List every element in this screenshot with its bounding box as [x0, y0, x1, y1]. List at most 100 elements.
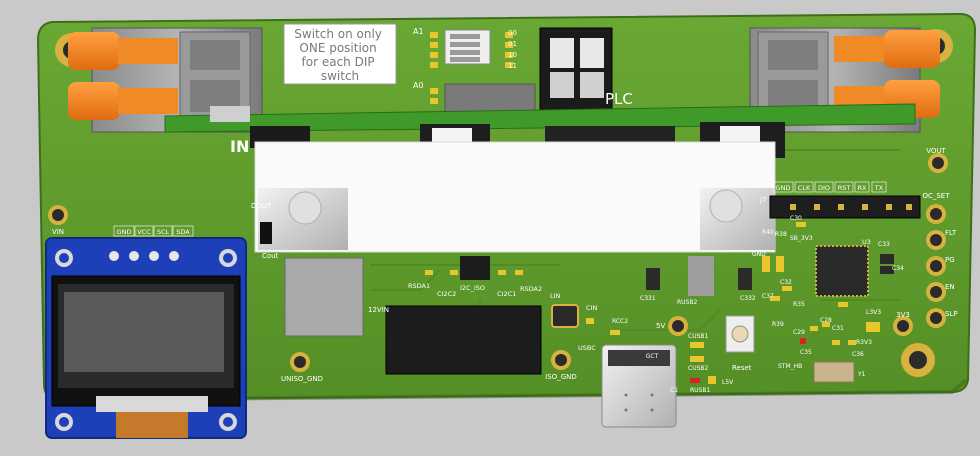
usb-c-connector[interactable]: [601, 344, 677, 428]
svg-text:R38: R38: [775, 231, 787, 238]
silk-cout: Cout: [262, 252, 279, 260]
diode: [260, 222, 272, 244]
svg-text:01: 01: [508, 40, 517, 48]
svg-text:GND: GND: [776, 184, 791, 192]
silk-rsda2: RSDA2: [520, 285, 542, 293]
pad-oc-set[interactable]: [926, 204, 946, 224]
mcu-u3: [815, 245, 869, 297]
pad-uniso-gnd[interactable]: [290, 352, 310, 372]
svg-text:GND: GND: [752, 251, 766, 258]
pad-vin[interactable]: [48, 205, 68, 225]
svg-text:C37: C37: [762, 293, 774, 300]
svg-text:GND: GND: [117, 228, 132, 236]
black-connector: [539, 27, 613, 111]
svg-text:C36: C36: [852, 351, 864, 358]
svg-text:RST: RST: [838, 184, 851, 192]
pad-flt-label: FLT: [945, 229, 957, 237]
terminal-lever: [68, 82, 120, 120]
svg-text:RX: RX: [858, 184, 868, 192]
svg-text:SCL: SCL: [157, 228, 170, 236]
pad-5v[interactable]: [668, 316, 688, 336]
svg-text:L5V: L5V: [722, 379, 734, 386]
pad-slp-label: SLP: [945, 310, 958, 318]
pad-en[interactable]: [926, 282, 946, 302]
silk-plc: PLC: [605, 90, 633, 108]
svg-text:C30: C30: [790, 215, 802, 222]
svg-text:R40: R40: [762, 229, 774, 236]
pad-iso-gnd[interactable]: [551, 350, 571, 370]
svg-text:Switch on only ONE posit: Switch on only ONE position for each DIP…: [294, 27, 385, 83]
silk-a1: A1: [413, 27, 424, 36]
pad-oc-set-label: OC_SET: [922, 192, 950, 200]
mounting-hole-bottom-right: [901, 343, 935, 377]
svg-text:C1: C1: [670, 387, 678, 394]
svg-text:C35: C35: [800, 349, 812, 356]
svg-text:Y1: Y1: [857, 371, 866, 378]
silk-reset: Reset: [732, 364, 752, 372]
silk-in: IN: [230, 137, 249, 156]
silk-cin: CIN: [586, 304, 597, 312]
dip-codes: 00 01 10 11: [508, 29, 517, 70]
svg-text:C332: C332: [740, 295, 756, 302]
svg-text:10: 10: [508, 51, 517, 59]
silk-u3: U3: [862, 238, 871, 246]
pad-3v3[interactable]: [893, 316, 913, 336]
svg-text:SDA: SDA: [176, 228, 190, 236]
white-module: [254, 141, 776, 253]
pad-3v3-label: 3V3: [896, 311, 910, 319]
svg-text:R35: R35: [793, 301, 805, 308]
svg-text:C331: C331: [640, 295, 656, 302]
svg-text:C34: C34: [892, 265, 904, 272]
terminal-lever: [68, 32, 120, 70]
dip-pads: [430, 32, 513, 104]
note-line: ONE position: [299, 41, 376, 55]
svg-text:CLK: CLK: [798, 184, 811, 192]
pad-uniso-gnd-label: UNISO_GND: [281, 375, 323, 383]
terminal-lever: [884, 30, 940, 68]
silk-12vin: 12VIN: [368, 306, 389, 314]
silk-refdes: C30 R40 R38 SB_3V3 GND C33 C34 C32 C37 R…: [612, 215, 904, 394]
oled-pin-labels: GND VCC SCL SDA: [113, 225, 194, 237]
note-line: for each DIP: [302, 55, 375, 69]
pad-slp[interactable]: [926, 308, 946, 328]
pad-5v-label: 5V: [656, 322, 665, 330]
lin-inductor: [551, 304, 579, 328]
dip-switch-a1[interactable]: [444, 29, 491, 65]
header-j7[interactable]: [769, 195, 921, 219]
silk-i2c-iso: I2C_ISO: [460, 284, 485, 292]
reset-button[interactable]: [725, 315, 755, 353]
svg-text:RCC2: RCC2: [612, 318, 628, 325]
dip-switch-a0[interactable]: [444, 83, 536, 115]
svg-text:L3V3: L3V3: [866, 309, 881, 316]
svg-text:R3V3: R3V3: [856, 339, 872, 346]
pad-vout[interactable]: [928, 153, 948, 173]
svg-text:C31: C31: [832, 325, 844, 332]
svg-text:DIO: DIO: [818, 184, 830, 192]
svg-text:STM_HB: STM_HB: [778, 363, 802, 370]
svg-text:R39: R39: [772, 321, 784, 328]
oled-display-module: [45, 237, 247, 439]
silk-gct: GCT: [646, 353, 659, 360]
oled-screen: [64, 292, 224, 372]
silk-rsda1: RSDA1: [408, 282, 430, 290]
pad-iso-gnd-label: ISO_GND: [545, 373, 577, 381]
svg-text:SB_3V3: SB_3V3: [790, 235, 813, 242]
pad-pg[interactable]: [926, 256, 946, 276]
svg-text:C32: C32: [780, 279, 792, 286]
svg-text:RUSB1: RUSB1: [690, 387, 710, 394]
dip-note-box: Switch on only ONE position for each DIP…: [283, 23, 397, 85]
silk-lin: LIN: [550, 292, 561, 300]
note-line: Switch on only: [294, 27, 382, 41]
pad-vout-label: VOUT: [926, 147, 946, 155]
inductor-block: [284, 257, 364, 337]
silk-j7: J7: [759, 196, 767, 204]
svg-text:C29: C29: [793, 329, 805, 336]
silk-usbc: USBC: [578, 344, 596, 352]
svg-text:C28: C28: [820, 317, 832, 324]
silk-a0: A0: [413, 81, 424, 90]
silk-ci2c1: CI2C1: [497, 290, 516, 298]
svg-text:RUSB2: RUSB2: [677, 299, 697, 306]
i2c-isolator: [425, 256, 523, 280]
pad-flt[interactable]: [926, 230, 946, 250]
svg-text:C33: C33: [878, 241, 890, 248]
